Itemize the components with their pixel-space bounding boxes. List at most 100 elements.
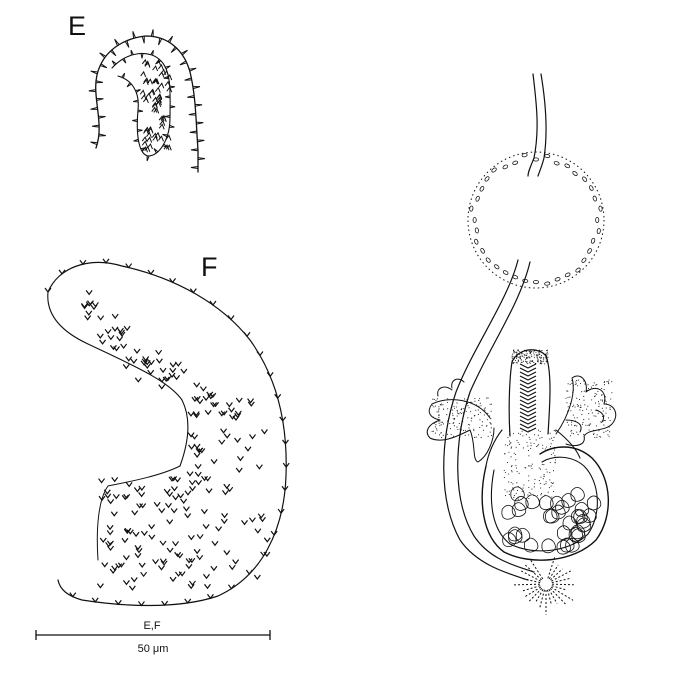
atrium-cell [561, 493, 576, 508]
spine [96, 583, 104, 589]
stipple-dot [572, 414, 574, 416]
spine [282, 462, 290, 469]
stipple-dot [518, 472, 520, 474]
spine [152, 77, 158, 85]
stipple-dot [588, 412, 590, 415]
stipple-dot [515, 357, 518, 359]
stipple-dot [460, 412, 462, 415]
stylet-hook [519, 371, 537, 377]
spine [98, 495, 106, 502]
stipple-dot [458, 413, 460, 415]
atrium-cell [556, 525, 572, 541]
stipple-dot [554, 455, 556, 457]
upper-duct-inner [537, 73, 547, 177]
spine [235, 397, 243, 403]
stipple-dot [538, 351, 540, 353]
spine [185, 558, 193, 564]
spine [107, 334, 115, 341]
stipple-dot [554, 449, 556, 451]
stipple-dot [457, 429, 459, 431]
vesicle-cell [544, 281, 551, 286]
stylet-hook [519, 419, 537, 425]
spine [113, 346, 120, 352]
stipple-dot [521, 491, 523, 493]
vesicle-cell [522, 278, 529, 283]
stipple-dot [547, 431, 549, 433]
brush-filament [551, 577, 572, 584]
spine [223, 433, 231, 439]
stipple-dot [603, 424, 605, 426]
stipple-dot [442, 404, 444, 406]
stipple-dot [605, 401, 607, 403]
spine [207, 394, 215, 400]
atrium-cell [541, 538, 556, 554]
spine [85, 310, 93, 316]
stipple-dot [530, 447, 532, 449]
stipple-dot [520, 361, 522, 363]
stipple-dot [590, 386, 593, 388]
stipple-dot [569, 396, 571, 398]
spine [193, 443, 201, 449]
stipple-dot [513, 361, 515, 363]
spine [174, 571, 182, 577]
stipple-dot [537, 445, 539, 447]
stipple-dot [490, 403, 492, 405]
stipple-dot [479, 426, 481, 428]
stipple-dot [589, 423, 592, 425]
stipple-dot [583, 390, 585, 392]
stipple-dot [581, 423, 584, 425]
stipple-dot [512, 353, 514, 355]
spine [147, 359, 155, 366]
stipple-dot [608, 379, 610, 381]
spine [197, 139, 205, 143]
stipple-dot [526, 441, 528, 443]
stipple-dot [511, 355, 513, 357]
spine [155, 358, 163, 364]
spine [170, 46, 177, 53]
spine [164, 376, 172, 382]
stipple-dot [526, 352, 528, 354]
stipple-dot [489, 403, 491, 405]
spine [106, 530, 114, 536]
stipple-dot [545, 468, 547, 470]
spine [169, 85, 175, 89]
stipple-dot [438, 414, 440, 416]
stipple-dot [544, 363, 546, 365]
stipple-dot [602, 410, 604, 412]
spine [202, 523, 210, 530]
atrium-cell [586, 495, 602, 511]
panel-f-spines [44, 258, 290, 607]
spine [192, 86, 201, 90]
stipple-dot [462, 420, 464, 423]
stylet-hook [519, 415, 537, 421]
stipple-dot [571, 429, 573, 431]
spine [158, 508, 166, 514]
stipple-dot [547, 356, 549, 358]
spine [154, 86, 161, 93]
stipple-dot [553, 446, 555, 448]
stipple-dot [453, 425, 455, 427]
stipple-dot [535, 349, 537, 352]
spine [193, 412, 201, 419]
spine [148, 534, 156, 540]
spine [152, 78, 159, 85]
stipple-dot [450, 434, 452, 436]
stipple-dot [510, 447, 512, 449]
stipple-dot [538, 349, 541, 351]
stipple-dot [509, 442, 511, 444]
spine [254, 528, 262, 534]
stipple-dot [527, 356, 529, 359]
spine [81, 303, 89, 310]
stipple-dot [462, 412, 464, 414]
stipple-dot [531, 463, 533, 465]
spine [196, 534, 204, 540]
atrium-cell [501, 504, 516, 520]
stipple-dot [474, 400, 476, 402]
stipple-dot [517, 442, 519, 444]
spine [196, 554, 204, 561]
stipple-dot [480, 405, 482, 407]
stipple-dot [542, 478, 544, 480]
stipple-dot [551, 453, 553, 456]
spine [142, 96, 149, 104]
spine [136, 503, 144, 509]
